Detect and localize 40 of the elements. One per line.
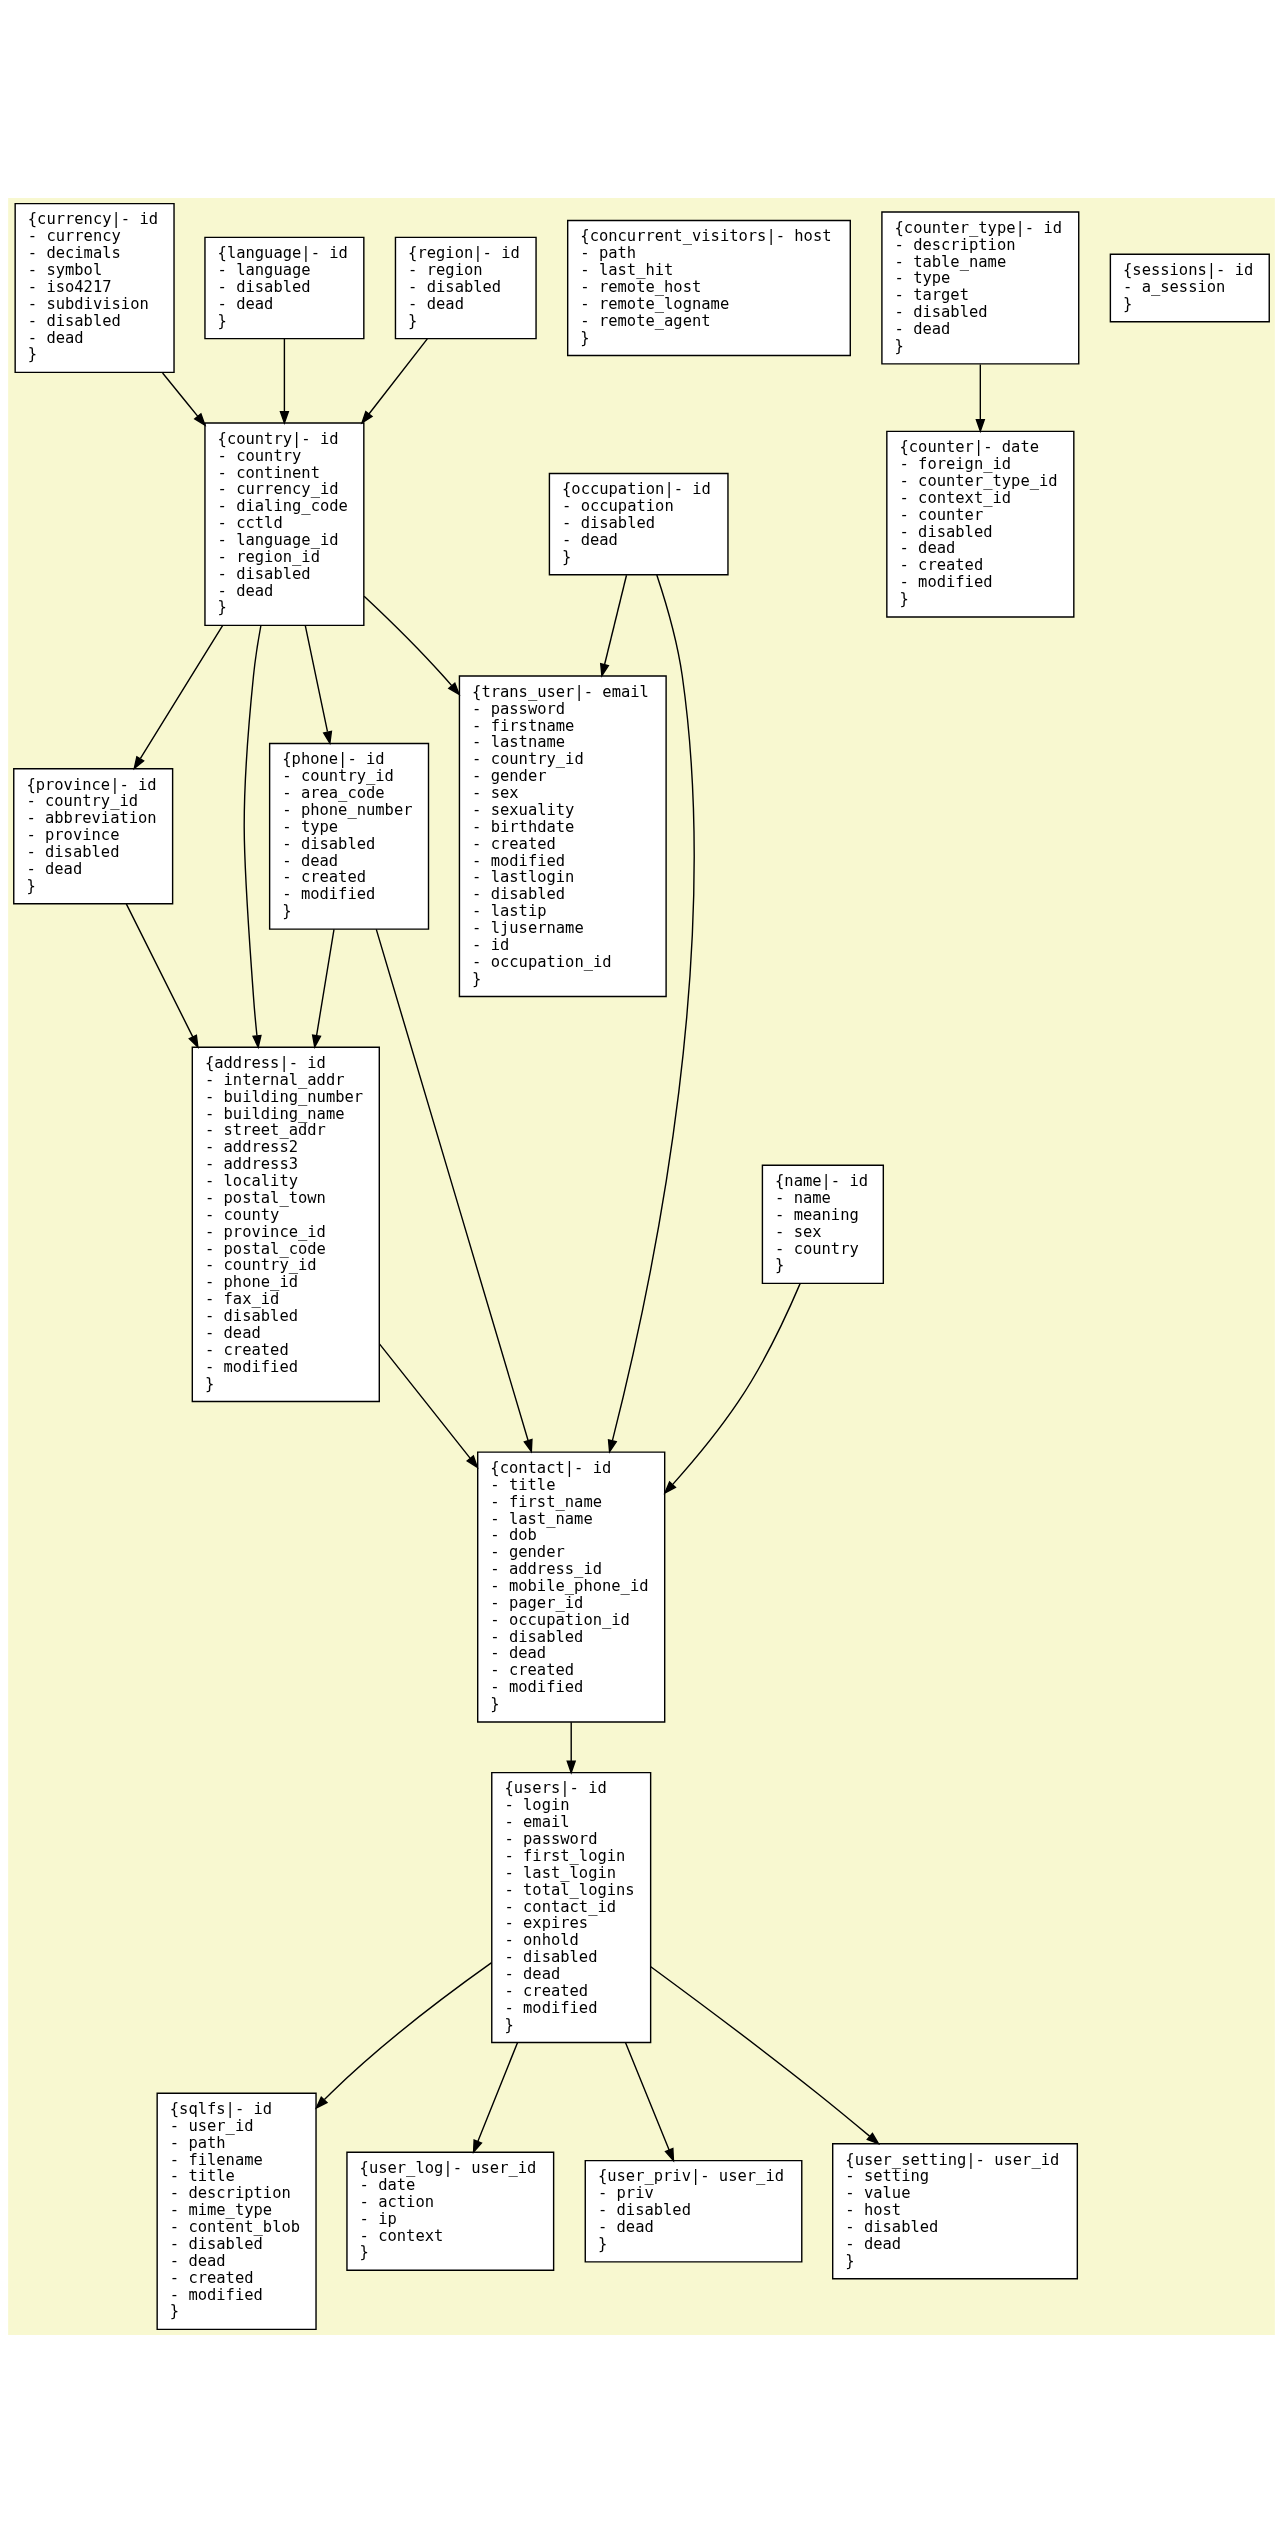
- node-box: {occupation|- id - occupation - disabled - dead }: [548, 472, 729, 575]
- arrow: [161, 371, 207, 427]
- node-box: {user_setting|- user_id - setting - value - host - disabled - dead }: [832, 2142, 1079, 2279]
- arrow: [125, 902, 199, 1049]
- arrow: [311, 928, 335, 1049]
- node-box: {users|- id - login - email - password - first_login - last_login - total_logins - contact_id - expires - onhold - disabled - dead - created - modified }: [491, 1771, 652, 2043]
- node-box: {name|- id - name - meaning - sex - country }: [761, 1164, 885, 1284]
- node-box: {concurrent_visitors|- host - path - last_hit - remote_host - remote_logname - remote_agent }: [567, 219, 851, 356]
- arrow: [566, 1721, 577, 1775]
- node-box: {province|- id - country_id - abbreviation - province - disabled - dead }: [13, 767, 174, 904]
- arrow: [624, 2041, 675, 2162]
- node-box: {phone|- id - country_id - area_code - phone_number - type - disabled - dead - created - modified }: [268, 742, 430, 930]
- arrow: [360, 337, 428, 425]
- node-box: {address|- id - internal_addr - building_number - building_name - street_addr - address2 - address3 - locality - postal_town - county - province_id - postal_code - country_id - phone_id - fax_id - disabled - dead - created - modified }: [191, 1045, 380, 1402]
- node-box: {language|- id - language - disabled - dead }: [204, 236, 365, 339]
- node-box: {trans_user|- email - password - firstname - lastname - country_id - gender - sex - sexuality - birthdate - created - modified - lastlogin - disabled - lastip - ljusername - id - occupation_id }: [458, 674, 667, 997]
- arrow: [472, 2041, 519, 2154]
- node-box: {sqlfs|- id - user_id - path - filename - title - description - mime_type - content_blob - disabled - dead - created - modified }: [156, 2091, 317, 2330]
- node-box: {sessions|- id - a_session }: [1109, 253, 1270, 322]
- arrow: [243, 624, 262, 1049]
- node-box: {country|- id - country - continent - currency_id - dialing_code - cctld - language_id - region_id - disabled - dead }: [204, 421, 365, 626]
- node-box: {user_priv|- user_id - priv - disabled - dead }: [584, 2159, 803, 2263]
- arrow: [650, 1965, 881, 2145]
- arrow: [133, 624, 224, 770]
- arrow: [375, 928, 533, 1453]
- arrow: [314, 1961, 493, 2110]
- arrow: [663, 1282, 801, 1495]
- node-box: {user_log|- user_id - date - action - ip - context }: [346, 2151, 555, 2271]
- arrow: [975, 363, 986, 433]
- arrow: [607, 573, 695, 1454]
- arrow: [304, 624, 333, 745]
- arrow: [279, 337, 290, 425]
- arrow: [363, 594, 461, 696]
- node-box: {contact|- id - title - first_name - last_name - dob - gender - address_id - mobile_phone_id - pager_id - occupation_id - disabled - dead - created - modified }: [477, 1450, 666, 1723]
- arrow: [599, 574, 628, 678]
- arrow: [378, 1342, 479, 1469]
- node-box: {counter|- date - foreign_id - counter_type_id - context_id - counter - disabled - dead - created - modified }: [886, 430, 1075, 618]
- node-box: {currency|- id - currency - decimals - symbol - iso4217 - subdivision - disabled - dead }: [14, 202, 175, 373]
- node-box: {counter_type|- id - description - table_name - type - target - disabled - dead }: [881, 210, 1080, 365]
- node-box: {region|- id - region - disabled - dead }: [394, 236, 537, 339]
